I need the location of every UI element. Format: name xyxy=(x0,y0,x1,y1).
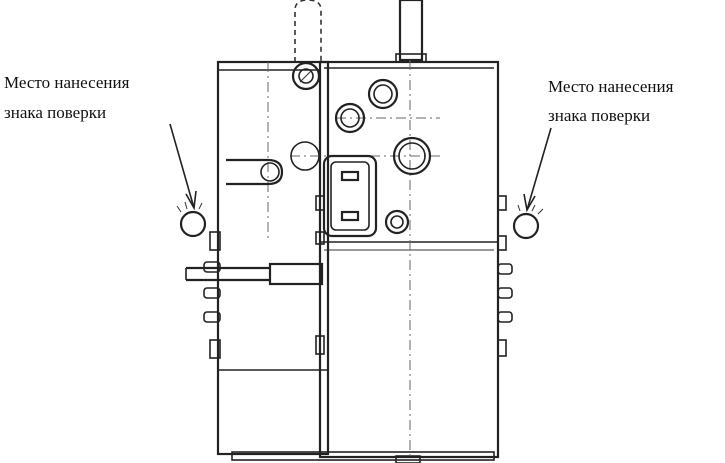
right-seal-mark xyxy=(512,204,544,240)
left-leader-arrow xyxy=(185,190,197,211)
power-socket xyxy=(322,154,378,238)
left-label: Место нанесения знака поверки xyxy=(4,73,130,122)
left-label-line2: знака поверки xyxy=(4,103,106,122)
top-dashed-knob xyxy=(294,0,322,62)
right-leader-line xyxy=(526,127,552,211)
left-side-tabs xyxy=(203,231,221,359)
cable xyxy=(185,262,324,286)
left-leader-line xyxy=(169,123,195,209)
left-label-line1: Место нанесения xyxy=(4,73,130,92)
top-antenna xyxy=(395,0,427,63)
left-seal-mark xyxy=(176,201,207,238)
round-port-mid xyxy=(392,136,432,176)
right-label-line1: Место нанесения xyxy=(548,77,674,96)
right-side-tabs xyxy=(497,195,513,357)
front-edge-clips xyxy=(315,195,325,355)
side-lever xyxy=(226,158,284,186)
right-label-line2: знака поверки xyxy=(548,106,650,125)
small-port xyxy=(384,209,410,235)
screw-knob xyxy=(291,61,321,91)
round-port-upper-left xyxy=(334,102,366,134)
round-port-left xyxy=(290,141,320,171)
round-port-top-right xyxy=(367,78,399,110)
right-label: Место нанесения знака поверки xyxy=(548,77,674,125)
right-leader-arrow xyxy=(523,193,536,213)
